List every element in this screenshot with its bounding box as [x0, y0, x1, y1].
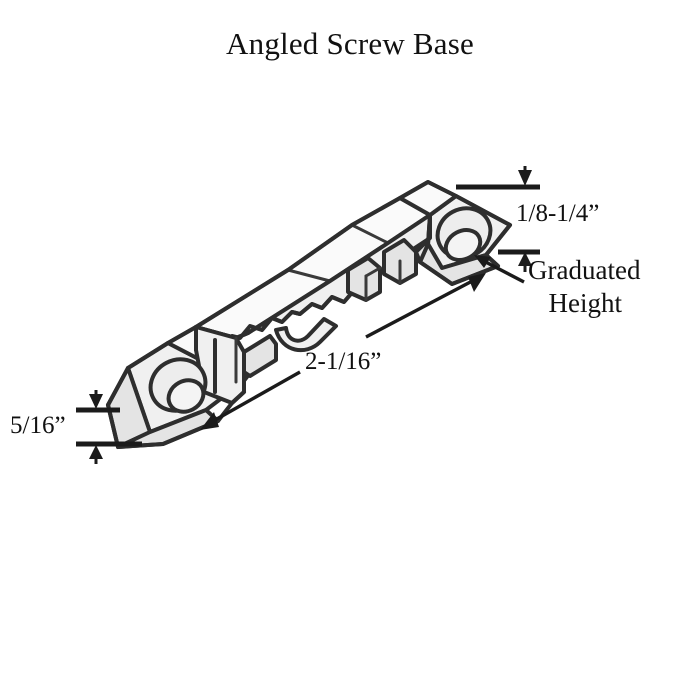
top-face-divider-1 — [286, 268, 332, 283]
center-scallop-cutout — [274, 317, 338, 352]
center-rib-edge-2 — [364, 266, 382, 278]
bracket-part — [106, 180, 512, 449]
length-dimension-label: 2-1/16” — [305, 348, 382, 375]
top-face-divider-2 — [350, 223, 390, 245]
thickness-right-arrow-up-stem — [523, 264, 527, 272]
graduated-height-leader — [474, 255, 525, 284]
thickness-right-arrow-up — [518, 252, 532, 266]
bracket-outline-lower — [106, 390, 246, 449]
length-arrowhead-lower — [200, 412, 219, 430]
screw-hole-left-inner — [166, 378, 206, 414]
left-block-flange — [242, 334, 278, 378]
length-dim-line-lower — [207, 370, 301, 426]
length-dimension — [200, 273, 486, 430]
thickness-right-arrow-down — [518, 170, 532, 186]
length-arrowhead-upper — [468, 273, 486, 292]
thickness-left-arrow-up-stem — [94, 456, 98, 464]
graduated-height-arrowhead — [474, 255, 491, 268]
thickness-dimension-right — [456, 166, 540, 272]
thickness-left-arrow-up — [89, 445, 103, 459]
thickness-dimension-left — [76, 390, 142, 464]
center-notch-profile — [260, 286, 358, 332]
thickness-right-arrow-down-stem — [523, 166, 527, 174]
graduated-height-label-line1: Graduated — [528, 255, 641, 285]
length-dim-line-upper — [365, 276, 479, 339]
screw-hole-right-inner — [443, 228, 483, 262]
center-rib — [346, 256, 382, 302]
thickness-dimension-right-label: 1/8-1/4” — [516, 200, 600, 227]
thickness-dimension-left-label: 5/16” — [10, 412, 66, 439]
bracket-outline — [106, 180, 512, 407]
page-title: Angled Screw Base — [226, 26, 474, 61]
graduated-height-label-line2: Height — [548, 287, 622, 318]
thickness-left-arrow-down-stem — [94, 390, 98, 397]
thickness-left-arrow-down — [89, 394, 103, 409]
